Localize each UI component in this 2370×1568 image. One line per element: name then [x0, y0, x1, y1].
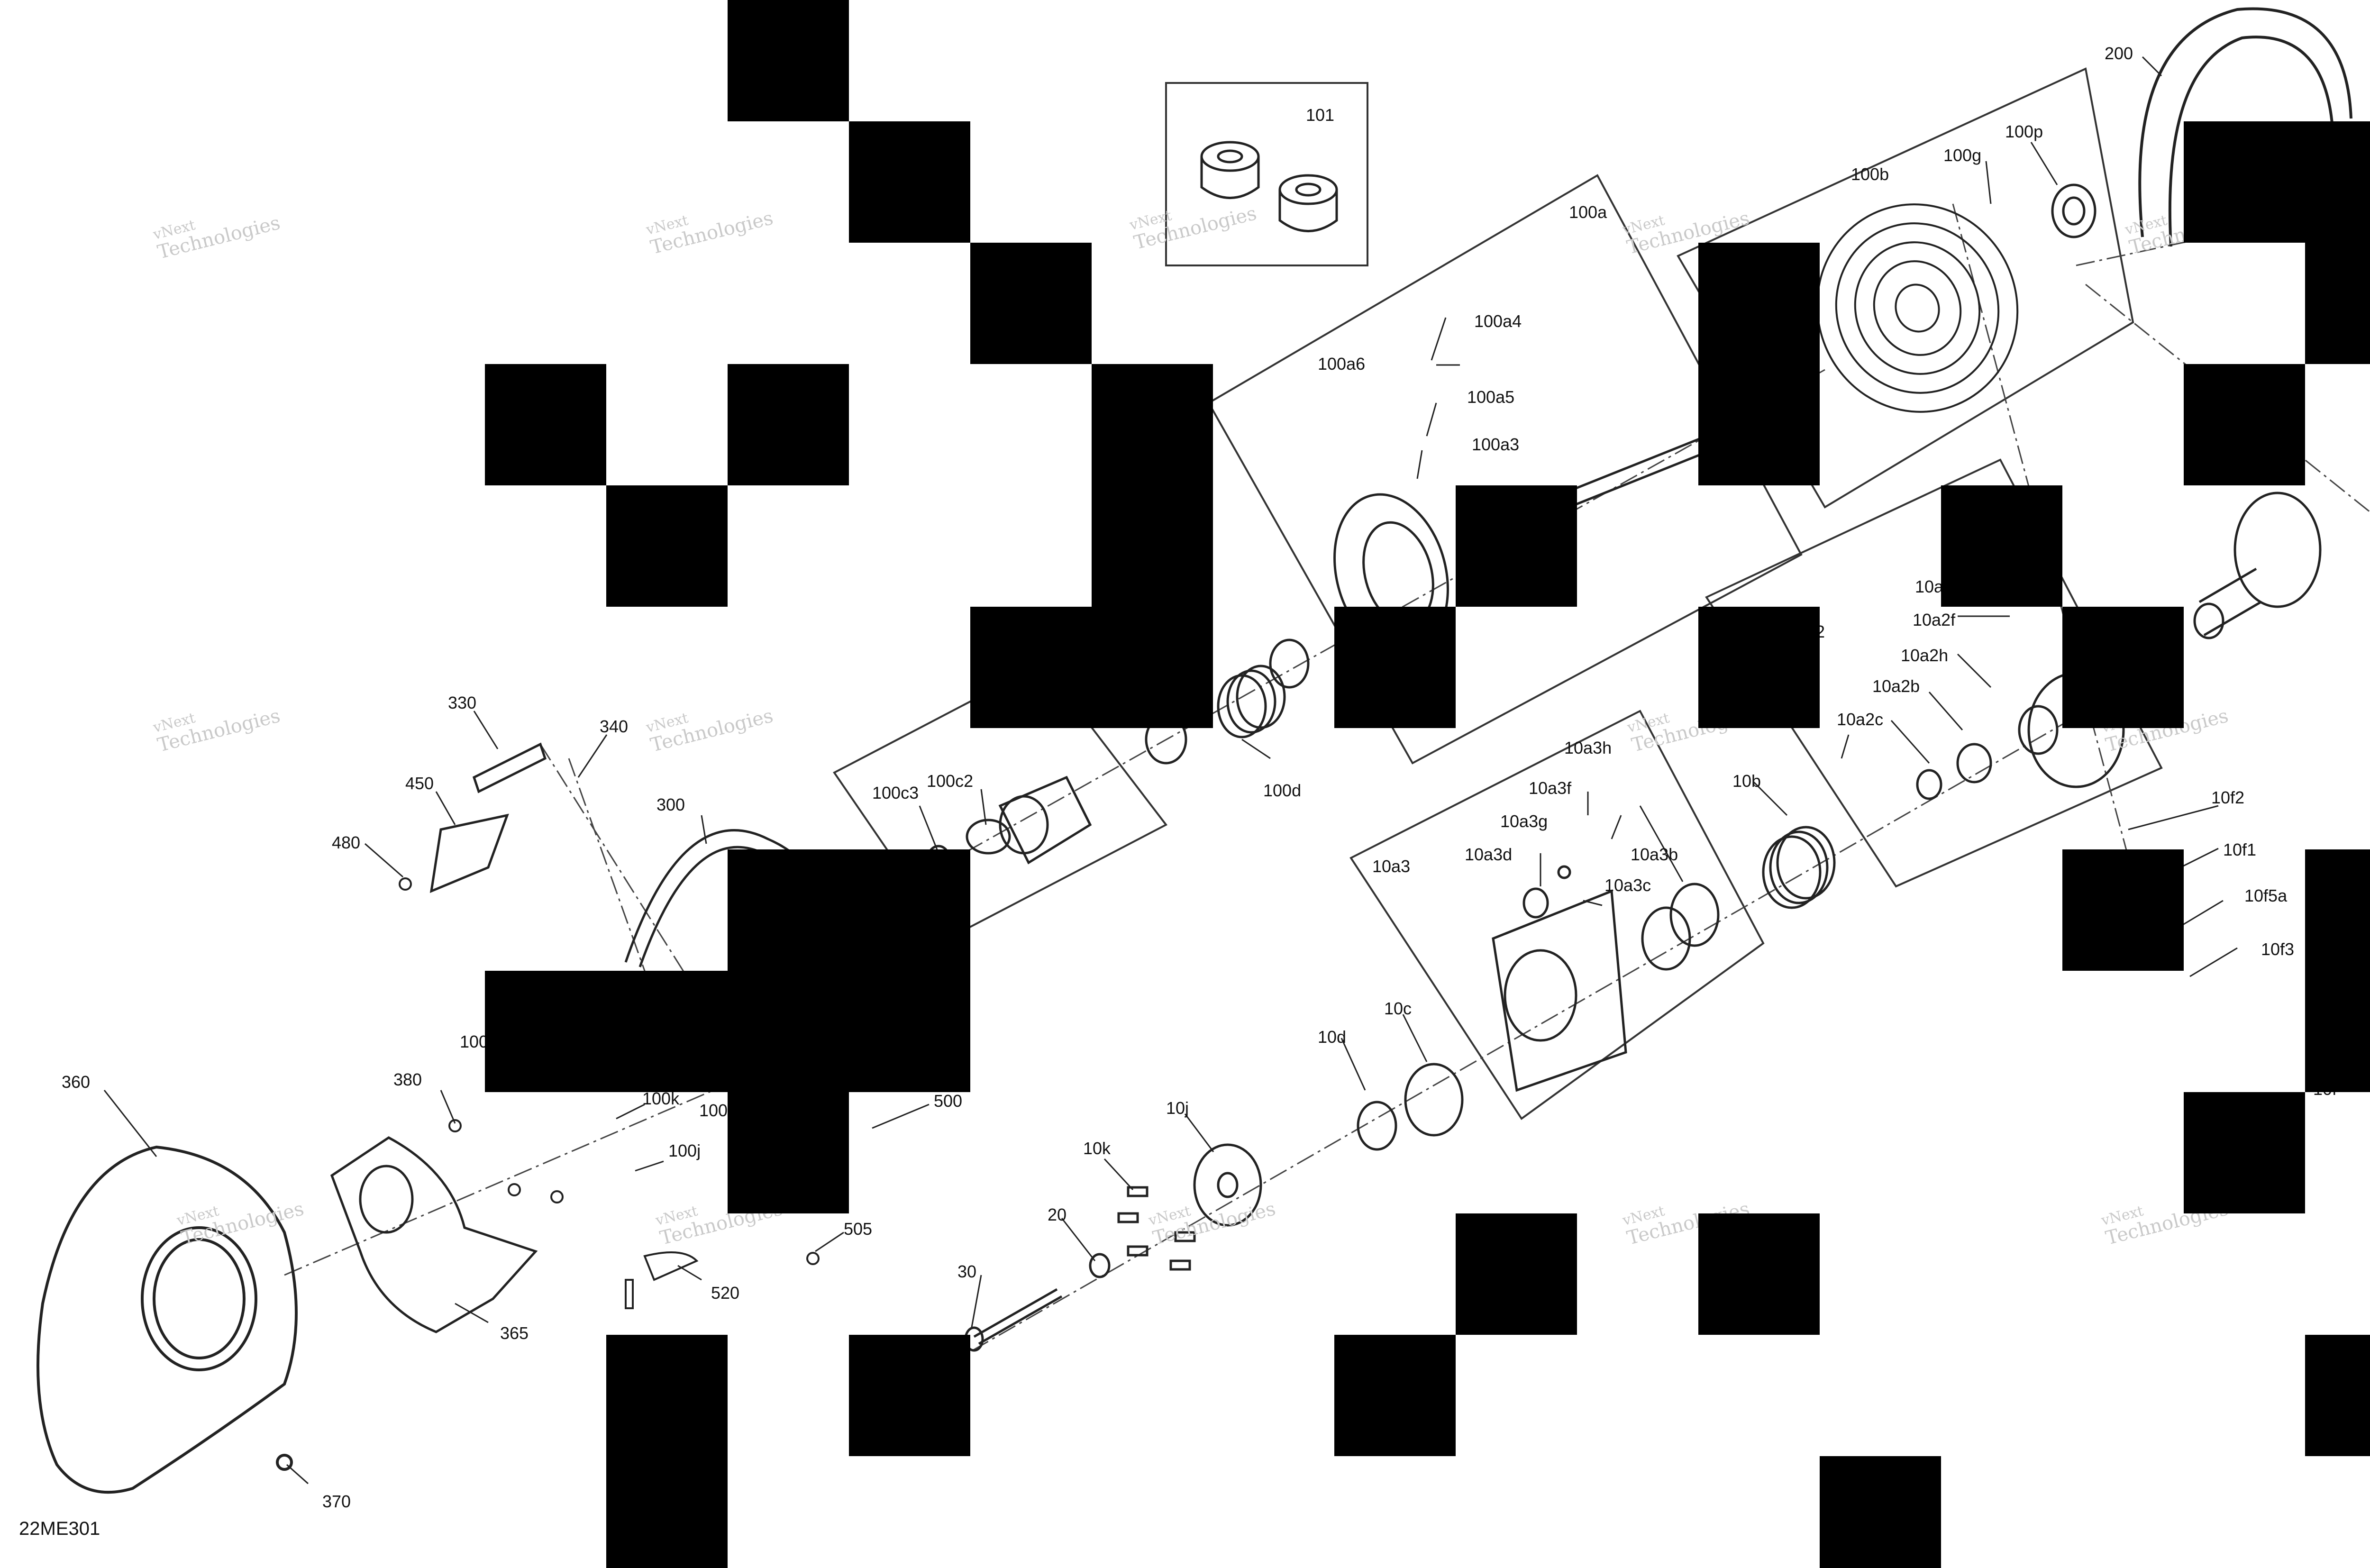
part-label-10a-partial: 10a	[1915, 577, 1944, 596]
part-label-100b: 100b	[1851, 164, 1889, 184]
part-label-10a2f: 10a2f	[1913, 610, 1956, 629]
part-label-10a3g: 10a3g	[1500, 811, 1548, 831]
part-label-10c: 10c	[1384, 999, 1412, 1018]
part-label-330: 330	[448, 693, 477, 712]
housing-360	[36, 1145, 298, 1494]
part-label-10b: 10b	[1732, 771, 1761, 791]
part-label-370: 370	[322, 1492, 351, 1511]
washer-20	[1089, 1253, 1111, 1278]
small-fasteners	[399, 877, 820, 1309]
part-label-100c3: 100c3	[872, 783, 919, 802]
part-label-100a6: 100a6	[1318, 354, 1366, 374]
kit-101-frame	[1165, 82, 1368, 266]
part-label-200: 200	[2105, 44, 2133, 63]
part-label-10a3f: 10a3f	[1529, 778, 1572, 798]
part-label-100g: 100g	[1943, 146, 1982, 165]
part-label-100a5: 100a5	[1467, 387, 1515, 407]
part-label-520: 520	[711, 1283, 740, 1303]
diagram-code: 22ME301	[19, 1518, 100, 1539]
part-label-10a2c: 10a2c	[1837, 710, 1884, 729]
part-label-380: 380	[393, 1070, 422, 1089]
spring-10b	[1762, 826, 1836, 909]
part-label-300: 300	[656, 795, 685, 814]
part-label-100-partial-2: 100	[699, 1101, 728, 1120]
part-label-10a3: 10a3	[1372, 857, 1411, 876]
part-label-365: 365	[500, 1323, 529, 1343]
fixed-sheave-10	[2193, 492, 2322, 639]
bracket-330	[472, 742, 547, 793]
part-label-340: 340	[600, 717, 629, 736]
part-label-10f5a: 10f5a	[2244, 886, 2288, 905]
part-label-100k: 100k	[642, 1089, 680, 1108]
part-label-10a3c: 10a3c	[1604, 875, 1651, 895]
frame-10a3	[1349, 710, 1765, 1120]
part-label-10d: 10d	[1318, 1027, 1347, 1047]
part-label-10f2: 10f2	[2211, 788, 2245, 807]
part-label-480: 480	[332, 833, 361, 852]
part-label-100d: 100d	[1263, 781, 1302, 800]
part-label-10k: 10k	[1083, 1139, 1111, 1158]
roller-kit-101	[1200, 141, 1338, 232]
bearing-100p	[2051, 183, 2097, 238]
part-label-10a3d: 10a3d	[1465, 845, 1513, 864]
part-label-500: 500	[934, 1091, 963, 1111]
cover-365	[330, 1136, 538, 1333]
part-label-100-partial-1: 100	[460, 1032, 489, 1051]
part-label-100a: 100a	[1569, 202, 1607, 222]
part-label-20: 20	[1048, 1205, 1067, 1224]
part-label-10f3: 10f3	[2261, 939, 2295, 959]
part-label-100a4: 100a4	[1474, 311, 1522, 331]
frame-10a2	[1705, 458, 2163, 888]
part-label-10j: 10j	[1166, 1098, 1189, 1118]
movable-sheave-10a3	[1357, 865, 1720, 1151]
drive-belt-200	[2138, 7, 2352, 247]
part-label-101: 101	[1306, 105, 1335, 125]
part-label-10a2h: 10a2h	[1901, 646, 1949, 665]
part-label-10a3h: 10a3h	[1564, 738, 1612, 757]
part-label-505: 505	[844, 1219, 873, 1239]
bolt-30	[964, 1288, 1063, 1352]
part-label-100p: 100p	[2005, 122, 2043, 141]
part-label-360: 360	[62, 1072, 91, 1092]
part-label-10a3b: 10a3b	[1631, 845, 1678, 864]
bolts-10k	[1117, 1186, 1196, 1271]
part-label-450: 450	[405, 774, 434, 793]
bracket-450	[429, 813, 509, 893]
hub-10j	[1193, 1143, 1262, 1227]
part-label-100j: 100j	[668, 1141, 701, 1160]
part-label-30: 30	[957, 1262, 977, 1281]
part-label-100a3: 100a3	[1472, 435, 1520, 454]
part-label-100c2: 100c2	[927, 771, 974, 791]
part-label-10f1: 10f1	[2223, 840, 2257, 859]
driven-pulley-100b	[1816, 203, 2019, 413]
part-label-10a2b: 10a2b	[1872, 676, 1920, 696]
leader-lines	[103, 56, 2238, 1485]
